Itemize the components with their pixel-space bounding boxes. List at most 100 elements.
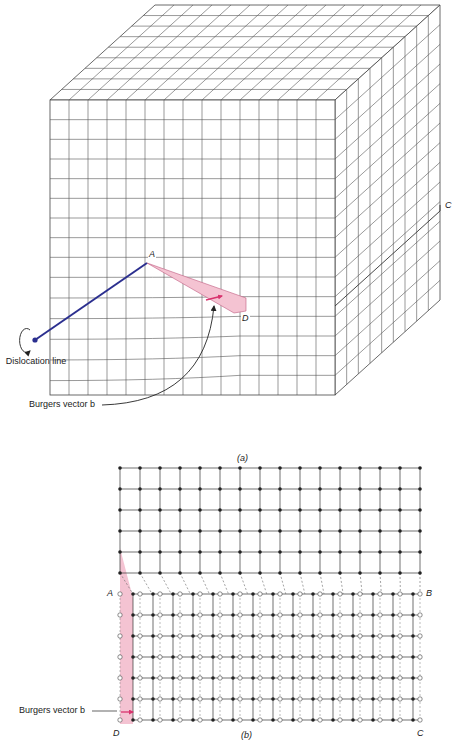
atom-solid — [131, 613, 135, 617]
lattice-line — [133, 699, 420, 700]
grid-line — [50, 237, 335, 238]
atom-solid — [151, 655, 155, 659]
atom-solid — [171, 634, 175, 638]
atom-solid — [231, 634, 235, 638]
atom-open — [378, 676, 382, 680]
atom-open — [418, 655, 422, 659]
atom-solid — [211, 718, 215, 722]
atom-solid — [218, 466, 222, 470]
lattice-line — [260, 468, 261, 573]
atom-solid — [318, 529, 322, 533]
dislocation-line — [35, 263, 147, 340]
atom-open — [398, 655, 402, 659]
atom-solid — [258, 508, 262, 512]
atom-open — [358, 676, 362, 680]
point-label: A — [148, 249, 156, 260]
grid-line — [126, 100, 127, 395]
atom-open — [338, 676, 342, 680]
atom-solid — [291, 718, 295, 722]
atom-open — [138, 592, 142, 596]
grid-line — [50, 178, 335, 179]
atom-solid — [291, 613, 295, 617]
atom-open — [278, 634, 282, 638]
atom-open — [118, 592, 122, 596]
atom-solid — [258, 487, 262, 491]
atom-solid — [198, 466, 202, 470]
dashed-bond — [340, 573, 343, 594]
atom-solid — [338, 466, 342, 470]
atom-solid — [238, 571, 242, 575]
atom-solid — [118, 529, 122, 533]
dashed-bond — [400, 573, 401, 594]
leader-arrow — [102, 306, 214, 405]
grid-line — [50, 375, 335, 380]
atom-open — [358, 718, 362, 722]
atom-open — [258, 634, 262, 638]
atom-solid — [291, 697, 295, 701]
atom-open — [278, 676, 282, 680]
atom-open — [378, 592, 382, 596]
atom-solid — [131, 718, 135, 722]
dashed-bond — [380, 573, 381, 594]
atom-solid — [158, 508, 162, 512]
atom-solid — [138, 571, 142, 575]
atom-solid — [138, 550, 142, 554]
burgers-vector-arrow — [206, 296, 222, 300]
atom-open — [138, 697, 142, 701]
atom-solid — [258, 466, 262, 470]
atom-open — [158, 655, 162, 659]
grid-line — [416, 26, 417, 321]
atom-solid — [271, 697, 275, 701]
atom-open — [118, 697, 122, 701]
atom-open — [138, 655, 142, 659]
atom-solid — [371, 676, 375, 680]
grid-line — [88, 100, 89, 395]
atom-solid — [371, 718, 375, 722]
atom-solid — [198, 571, 202, 575]
grid-line — [370, 68, 371, 363]
grid-line — [69, 5, 174, 100]
atom-open — [358, 592, 362, 596]
grid-line — [164, 100, 165, 395]
grid-line — [335, 261, 440, 356]
atom-solid — [418, 550, 422, 554]
atom-solid — [158, 487, 162, 491]
atom-solid — [338, 571, 342, 575]
atom-solid — [218, 529, 222, 533]
atom-open — [238, 697, 242, 701]
atom-solid — [398, 550, 402, 554]
atom-solid — [158, 466, 162, 470]
atom-solid — [371, 655, 375, 659]
atom-solid — [211, 697, 215, 701]
atom-open — [398, 718, 402, 722]
atom-solid — [338, 550, 342, 554]
atom-open — [178, 592, 182, 596]
atom-solid — [311, 613, 315, 617]
grid-line — [132, 26, 417, 27]
atom-open — [378, 697, 382, 701]
lattice-line — [420, 468, 421, 573]
grid-line — [50, 119, 335, 120]
atom-solid — [151, 592, 155, 596]
grid-line — [316, 100, 317, 395]
atom-solid — [358, 487, 362, 491]
atom-solid — [171, 676, 175, 680]
atom-open — [378, 655, 382, 659]
atom-solid — [138, 487, 142, 491]
atom-solid — [311, 634, 315, 638]
atom-solid — [378, 466, 382, 470]
grid-line — [62, 89, 347, 90]
atom-solid — [278, 550, 282, 554]
grid-line — [143, 15, 428, 16]
atom-solid — [391, 592, 395, 596]
atom-open — [238, 718, 242, 722]
atom-solid — [318, 550, 322, 554]
atom-solid — [138, 508, 142, 512]
atom-open — [398, 613, 402, 617]
atom-open — [258, 655, 262, 659]
atom-solid — [391, 718, 395, 722]
atom-open — [198, 718, 202, 722]
point-label: B — [425, 588, 433, 599]
atom-open — [158, 676, 162, 680]
panel-label: (b) — [240, 730, 253, 741]
